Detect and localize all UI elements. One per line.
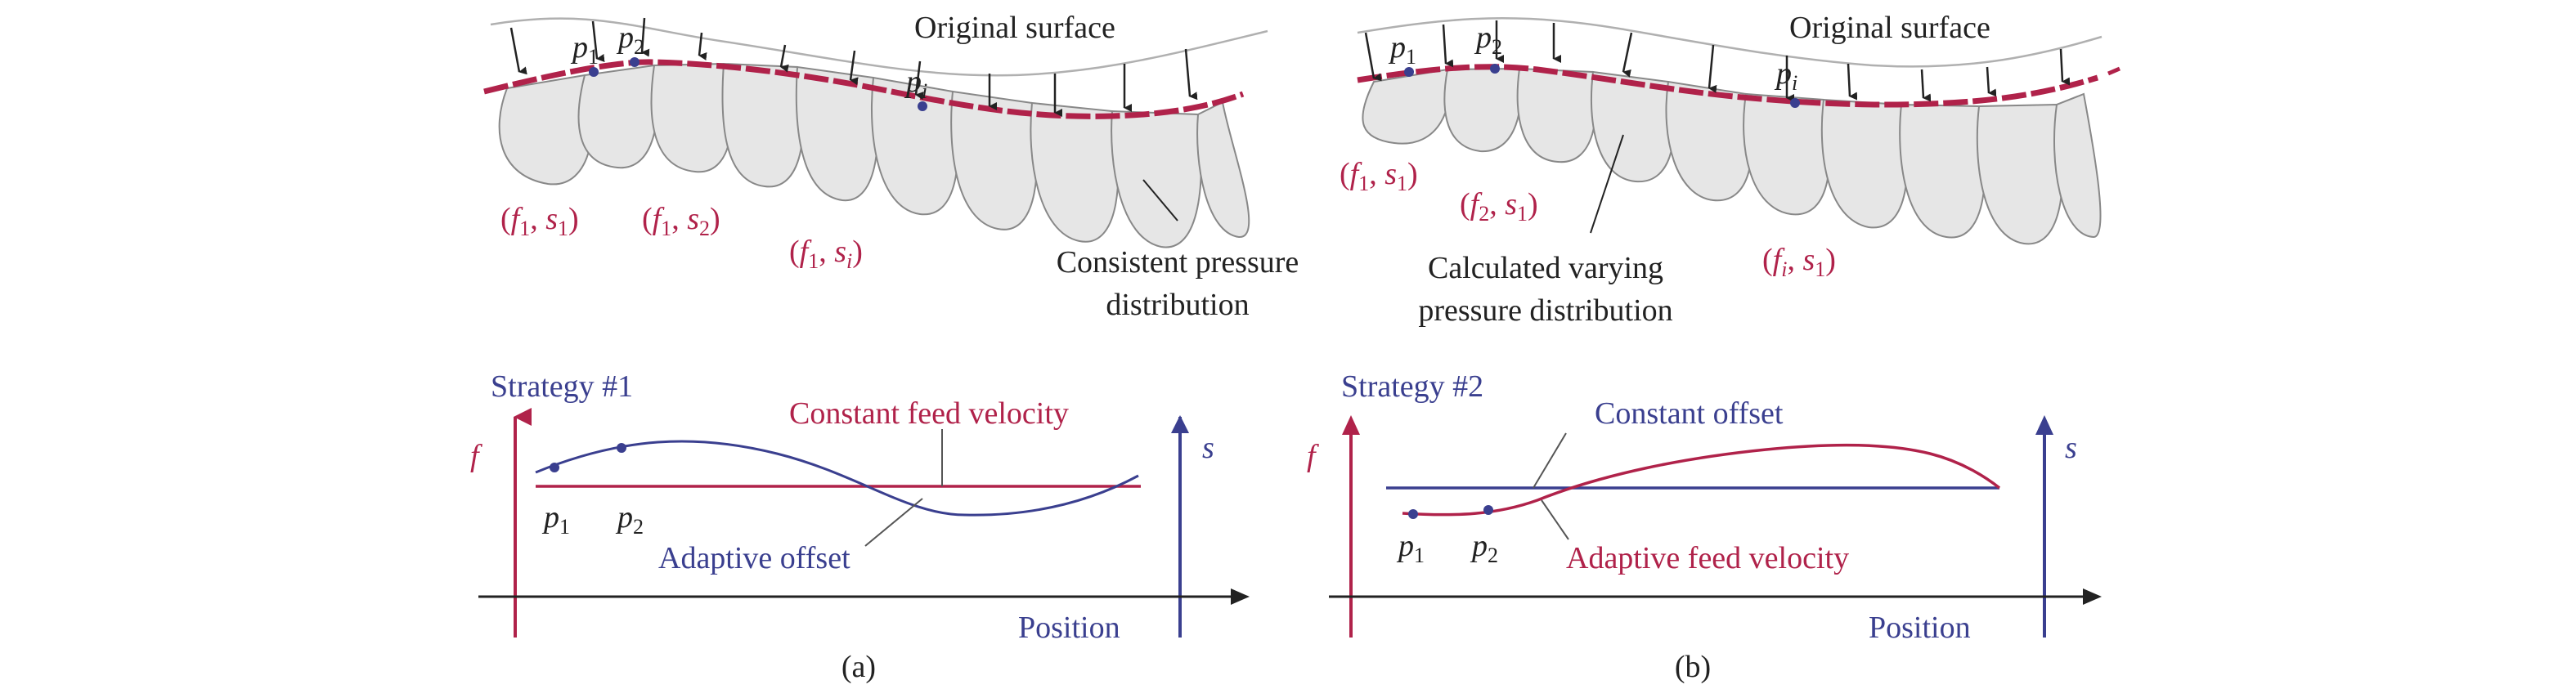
plot-label-p2-b: p2 xyxy=(1470,529,1498,567)
label-p1-b: p1 xyxy=(1388,30,1416,69)
adaptive-offset-curve-a xyxy=(535,440,1139,517)
contact-points-b xyxy=(1404,64,1800,108)
surface-label-a: Original surface xyxy=(914,11,1115,45)
s-axis-label-b: s xyxy=(2065,431,2077,465)
original-surface-line-a xyxy=(490,17,1268,77)
panel-a: p1 p2 pi Original surface (f1, s1) (f1, … xyxy=(470,11,1299,684)
plot-point-p1-a xyxy=(550,463,559,472)
plot-label-p1-b: p1 xyxy=(1396,529,1425,567)
pair-i-a: (f1, si) xyxy=(789,235,863,273)
pressure-arrows-a xyxy=(509,17,1198,117)
point-p1-b xyxy=(1404,67,1414,77)
contact-points-a xyxy=(589,57,927,111)
plot-point-p1-b xyxy=(1408,509,1418,519)
x-axis-arrowhead-a xyxy=(1231,588,1250,605)
adaptive-offset-label-a: Adaptive offset xyxy=(658,541,850,575)
constant-offset-leader-b xyxy=(1533,432,1567,489)
pad-row-b xyxy=(1362,67,2102,245)
f-axis-label-b: f xyxy=(1307,439,1319,473)
point-pi-b xyxy=(1790,98,1800,108)
f-axis-arrowhead-b xyxy=(1342,415,1360,435)
adaptive-feed-leader-b xyxy=(1541,499,1569,540)
label-p2-b: p2 xyxy=(1474,20,1502,59)
s-axis-arrowhead-a xyxy=(1171,415,1189,433)
panel-b: p1 p2 pi Original surface (f1, s1) (f2, … xyxy=(1307,11,2120,684)
pad-row-a xyxy=(498,62,1250,248)
x-axis-label-b: Position xyxy=(1869,611,1971,645)
annotation-line1-a: Consistent pressure xyxy=(1057,245,1299,280)
f-axis-label-a: f xyxy=(470,439,482,473)
label-p1-a: p1 xyxy=(570,30,599,69)
adaptive-offset-leader-a xyxy=(864,498,923,547)
plot-point-p2-a xyxy=(617,443,626,453)
pair-1-b: (f1, s1) xyxy=(1340,157,1418,195)
annotation-line2-b: pressure distribution xyxy=(1418,293,1672,328)
x-axis-label-a: Position xyxy=(1018,611,1120,645)
strategy-label-b: Strategy #2 xyxy=(1341,369,1483,404)
adaptive-feed-curve-b xyxy=(1402,443,2001,517)
annotation-leader-a xyxy=(1142,179,1178,221)
s-axis-arrowhead-b xyxy=(2035,415,2053,435)
plot-point-p2-b xyxy=(1483,505,1493,515)
plot-label-p1-a: p1 xyxy=(541,500,570,539)
pressure-arrows-b xyxy=(1364,20,2071,102)
point-p1-a xyxy=(589,67,599,77)
pair-1-a: (f1, s1) xyxy=(500,202,579,240)
x-axis-arrowhead-b xyxy=(2083,588,2102,605)
offset-surface-line-a xyxy=(483,59,1245,119)
caption-b: (b) xyxy=(1675,650,1711,684)
adaptive-feed-label-b: Adaptive feed velocity xyxy=(1566,541,1849,575)
point-p2-a xyxy=(630,57,640,67)
pair-2-a: (f1, s2) xyxy=(642,202,720,240)
surface-label-b: Original surface xyxy=(1789,11,1990,45)
pair-2-b: (f2, s1) xyxy=(1460,187,1538,226)
caption-a: (a) xyxy=(841,650,876,684)
annotation-line2-a: distribution xyxy=(1106,288,1249,322)
constant-offset-label-b: Constant offset xyxy=(1595,396,1784,431)
strategy-label-a: Strategy #1 xyxy=(491,369,633,404)
constant-feed-label-a: Constant feed velocity xyxy=(789,396,1069,431)
annotation-line1-b: Calculated varying xyxy=(1428,251,1663,285)
label-pi-a: pi xyxy=(904,65,927,103)
offset-tail-b xyxy=(2107,66,2120,76)
label-p2-a: p2 xyxy=(616,20,644,59)
point-p2-b xyxy=(1490,64,1500,74)
s-axis-label-a: s xyxy=(1202,431,1214,465)
annotation-leader-b xyxy=(1590,134,1624,234)
plot-label-p2-a: p2 xyxy=(615,500,644,539)
original-surface-line-b xyxy=(1357,17,2103,68)
point-pi-a xyxy=(918,101,927,111)
label-pi-b: pi xyxy=(1774,56,1797,95)
pair-i-b: (fi, s1) xyxy=(1762,243,1836,281)
